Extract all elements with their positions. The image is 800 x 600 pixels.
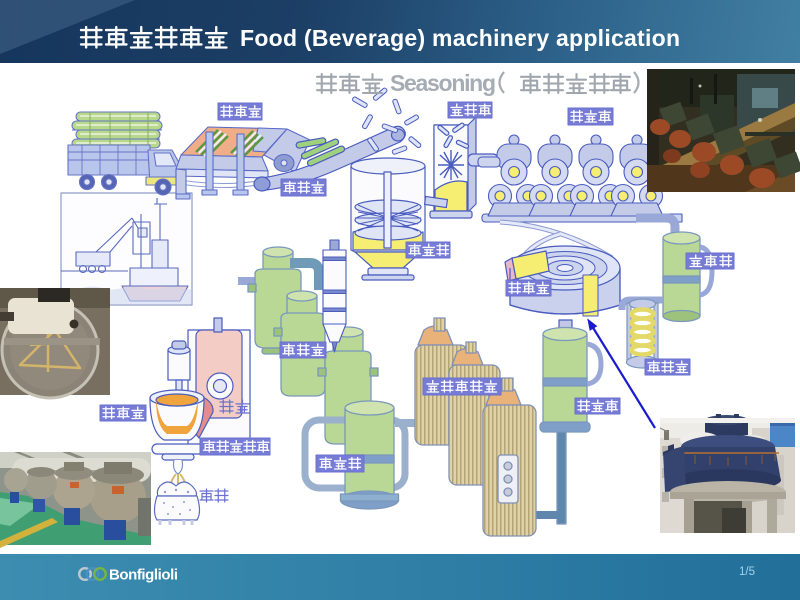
svg-text:Bonfiglioli: Bonfiglioli — [109, 567, 178, 584]
svg-text:Food (Beverage) machinery appl: Food (Beverage) machinery application — [240, 25, 680, 51]
svg-text:Seasoning: Seasoning — [390, 70, 496, 96]
svg-text:1/5: 1/5 — [739, 566, 755, 578]
